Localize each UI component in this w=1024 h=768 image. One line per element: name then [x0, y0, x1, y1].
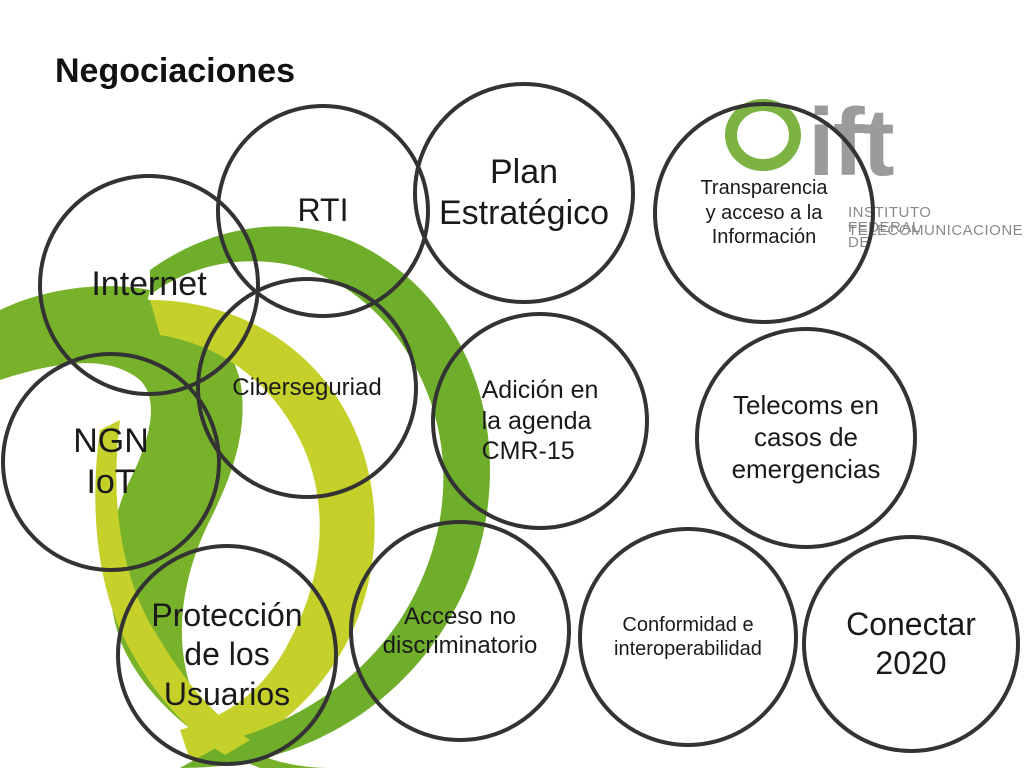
circle-conectar-label: Conectar 2020 — [846, 605, 976, 681]
circle-transparencia: Transparencia y acceso a la Información — [653, 102, 875, 324]
circle-rti-label: RTI — [297, 192, 349, 229]
page-title: Negociaciones — [55, 52, 295, 90]
circle-conectar: Conectar 2020 — [802, 535, 1020, 753]
circle-plan-estrategico: Plan Estratégico — [413, 82, 635, 304]
circle-ciberseguridad-label: Ciberseguriad — [232, 374, 382, 402]
circle-plan-label: Plan Estratégico — [438, 152, 610, 232]
circle-proteccion-label: Protección de los Usuarios — [151, 597, 303, 712]
circle-ciberseguridad: Ciberseguriad — [196, 277, 418, 499]
circle-telecoms: Telecoms en casos de emergencias — [695, 327, 917, 549]
circle-acceso: Acceso no discriminatorio — [349, 520, 571, 742]
circle-adicion: Adición en la agenda CMR-15 — [431, 312, 649, 530]
circle-transparencia-label: Transparencia y acceso a la Información — [700, 177, 828, 249]
circle-telecoms-label: Telecoms en casos de emergencias — [731, 390, 881, 484]
circle-acceso-label: Acceso no discriminatorio — [382, 602, 538, 659]
circle-conformidad: Conformidad e interoperabilidad — [578, 527, 798, 747]
circle-ngn-iot: NGN IoT — [1, 352, 221, 572]
circle-internet-label: Internet — [91, 265, 207, 304]
ift-logo-line2: TELECOMUNICACIONES — [848, 222, 1024, 239]
circle-proteccion: Protección de los Usuarios — [116, 544, 338, 766]
circle-conformidad-label: Conformidad e interoperabilidad — [614, 613, 762, 660]
circle-ngn-label: NGN IoT — [73, 421, 149, 501]
circle-adicion-label: Adición en la agenda CMR-15 — [481, 376, 599, 466]
